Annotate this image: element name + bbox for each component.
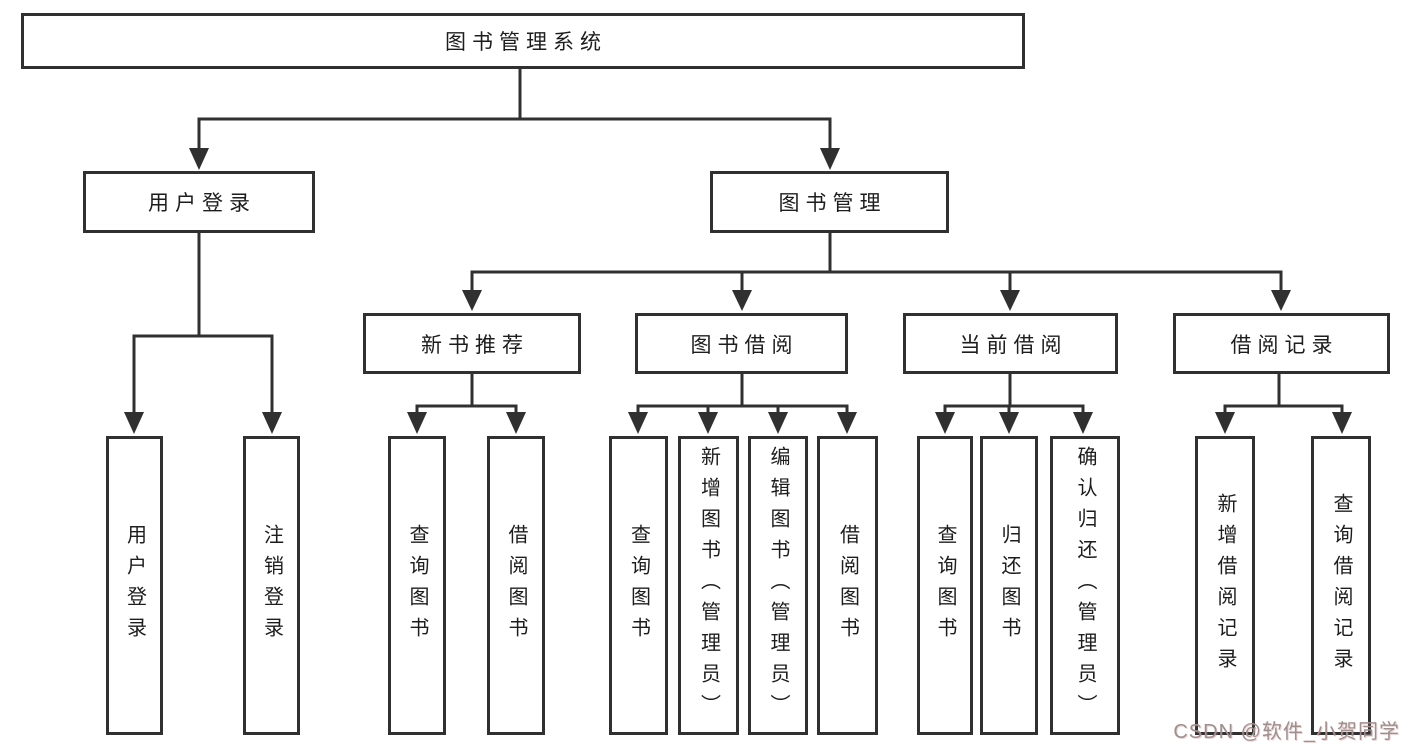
node-book-borrow: 图书借阅 [635,313,848,374]
leaf-logout: 注销登录 [243,436,300,735]
node-current-borrow: 当前借阅 [903,313,1118,374]
leaf-edit-books-admin: 编辑图书（管理员） [748,436,808,735]
node-label: 当前借阅 [959,333,1068,357]
leaf-query-borrow-record: 查询借阅记录 [1311,436,1371,735]
leaf-label: 用户登录 [123,523,146,648]
node-label: 新书推荐 [421,333,529,357]
leaf-borrow-books: 借阅图书 [817,436,878,735]
leaf-label: 编辑图书（管理员） [767,446,789,725]
leaf-borrow-books-recommend: 借阅图书 [487,436,545,735]
leaf-add-books-admin: 新增图书（管理员） [678,436,739,735]
node-label: 图书管理系统 [445,31,607,54]
leaf-confirm-return-admin: 确认归还（管理员） [1050,436,1120,735]
node-root: 图书管理系统 [21,13,1025,69]
leaf-user-login: 用户登录 [106,436,163,735]
leaf-query-books-borrow: 查询图书 [609,436,668,735]
node-label: 用户登录 [148,192,256,215]
node-borrow-records: 借阅记录 [1173,313,1390,374]
leaf-return-books: 归还图书 [980,436,1038,735]
node-label: 图书借阅 [690,333,799,357]
leaf-label: 查询图书 [406,523,428,648]
leaf-label: 新增图书（管理员） [697,446,720,725]
leaf-label: 注销登录 [260,523,283,648]
leaf-label: 确认归还（管理员） [1074,446,1096,725]
csdn-watermark: CSDN @软件_小贺同学 [1173,721,1400,743]
leaf-query-books-recommend: 查询图书 [388,436,446,735]
leaf-label: 查询图书 [627,523,650,648]
node-book-management: 图书管理 [710,171,949,233]
leaf-label: 查询图书 [934,523,956,648]
node-label: 借阅记录 [1230,333,1339,357]
arrowheads [124,148,1352,434]
leaf-query-books-current: 查询图书 [917,436,973,735]
leaf-add-borrow-record: 新增借阅记录 [1195,436,1255,735]
leaf-label: 新增借阅记录 [1214,492,1236,679]
leaf-label: 借阅图书 [836,523,859,648]
node-user-login: 用户登录 [83,171,315,233]
node-label: 图书管理 [778,192,887,215]
leaf-label: 归还图书 [998,523,1020,648]
leaf-label: 查询借阅记录 [1330,492,1352,679]
node-new-book-recommend: 新书推荐 [363,313,581,374]
leaf-label: 借阅图书 [505,523,527,648]
